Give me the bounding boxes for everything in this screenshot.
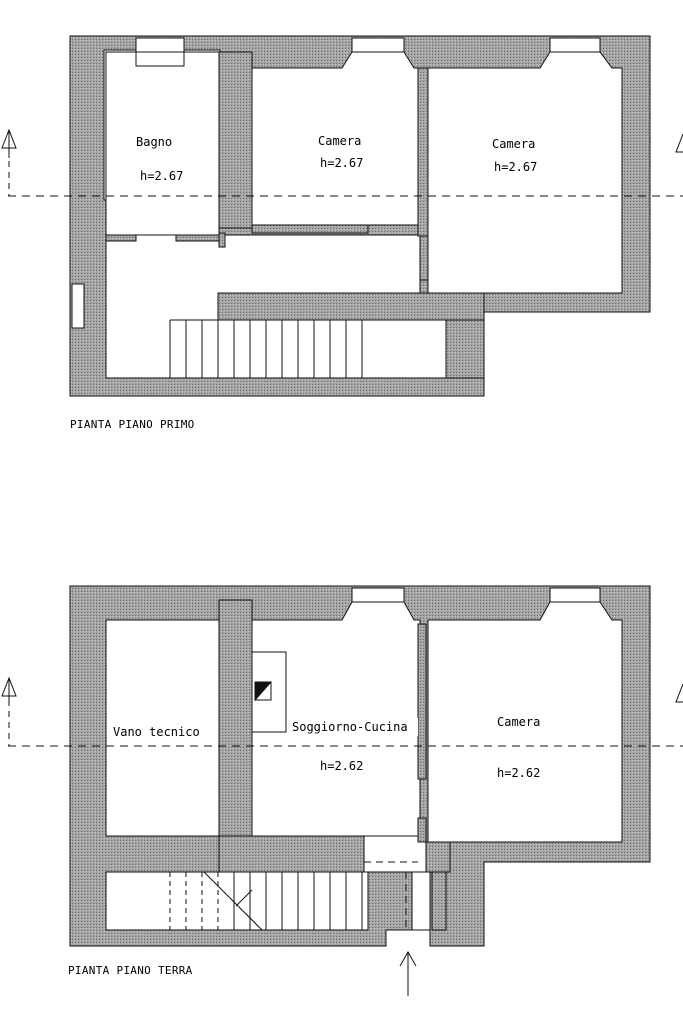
room-height: h=2.62: [320, 759, 363, 773]
room-label: Camera: [492, 137, 535, 151]
room-height: h=2.67: [320, 156, 363, 170]
partition-wall: [251, 224, 369, 234]
partition-wall: [218, 835, 365, 873]
partition-wall: [417, 817, 427, 843]
partition-wall: [425, 841, 451, 873]
partition-wall: [218, 232, 226, 248]
partition-wall: [218, 599, 253, 837]
ground-stair-space: [105, 871, 369, 931]
upper-floor-plan: Bagno h=2.67 Camera h=2.67 Camera h=2.67…: [1, 35, 683, 431]
section-arrow-icon: [675, 683, 683, 703]
room-label: Vano tecnico: [113, 725, 200, 739]
room-label: Camera: [497, 715, 540, 729]
chimney-flue-fill: [254, 681, 273, 702]
partition-wall: [217, 292, 485, 321]
window: [549, 587, 601, 603]
partition-wall: [175, 234, 221, 242]
window: [351, 587, 405, 603]
entry-gap-space: [411, 871, 431, 931]
window: [135, 37, 185, 53]
partition-wall: [445, 319, 485, 379]
room-height: h=2.62: [497, 766, 540, 780]
floor-title: PIANTA PIANO PRIMO: [70, 418, 195, 431]
kitchen-chimney: [251, 651, 287, 733]
entry-passage-space: [363, 835, 427, 873]
upper-stair-space: [217, 319, 447, 379]
window: [351, 37, 405, 53]
stair-direction-line: [203, 871, 263, 931]
section-arrow-icon: [675, 133, 683, 153]
ground-floor-plan: Vano tecnico Soggiorno-Cucina h=2.62 Cam…: [1, 585, 683, 996]
window: [549, 37, 601, 53]
window: [71, 283, 85, 329]
stair-direction-line: [235, 889, 253, 907]
room-label: Bagno: [136, 135, 172, 149]
partition-wall: [218, 51, 253, 229]
partition-wall: [417, 67, 429, 237]
room-height: h=2.67: [140, 169, 183, 183]
floor-title: PIANTA PIANO TERRA: [68, 964, 193, 977]
partition-wall: [105, 234, 137, 242]
room-camera-ground-space: [427, 601, 623, 843]
room-label: Camera: [318, 134, 361, 148]
partition-wall: [431, 871, 447, 931]
room-height: h=2.67: [494, 160, 537, 174]
room-label: Soggiorno-Cucina: [292, 720, 408, 734]
entrance-arrow-head-icon: [399, 950, 417, 967]
partition-wall: [419, 279, 429, 294]
room-camera-2-space: [427, 51, 623, 294]
partition-wall: [417, 623, 427, 780]
